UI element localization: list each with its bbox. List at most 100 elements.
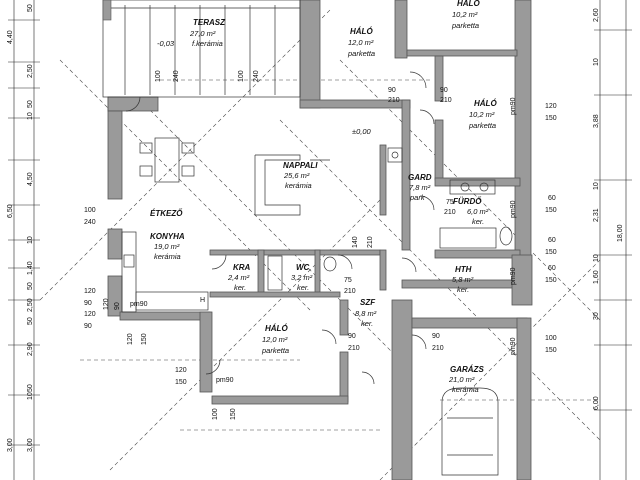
room-nappali-name: NAPPALI: [283, 161, 318, 170]
room-halo-right-name: HÁLÓ: [474, 99, 497, 108]
door-label-12: 60: [548, 265, 556, 272]
door-label-31: 210: [432, 345, 444, 352]
right-dim-1: 10: [593, 58, 600, 66]
door-label-5: 150: [545, 115, 557, 122]
door-label-19: 90: [84, 300, 92, 307]
room-furdo-name: FÜRDŐ: [453, 197, 482, 206]
left-dim-2: 10: [27, 112, 34, 120]
door-label-15: 150: [545, 249, 557, 256]
wc-fixtures: [267, 255, 337, 291]
room-furdo-floor: ker.: [472, 217, 484, 226]
kitchen-counter: [121, 231, 209, 313]
left-dim-9: 3,00: [7, 438, 14, 452]
room-hth-area: 5,8 m²: [452, 275, 474, 284]
door-label-6: 140: [352, 236, 359, 248]
room-garazs-name: GARÁZS: [450, 365, 484, 374]
dining-table: [139, 137, 195, 183]
room-hth-name: HTH: [455, 265, 472, 274]
room-nappali-floor: kerámia: [285, 181, 312, 190]
door-label-10: 60: [548, 195, 556, 202]
left-dim-13: 50: [27, 282, 34, 290]
door-label-4: 120: [545, 103, 557, 110]
right-dim-4: 2,31: [593, 208, 600, 222]
door-label-3: 210: [440, 97, 452, 104]
left-dim-8: 2,90: [27, 342, 34, 356]
door-label-32: 75: [344, 277, 352, 284]
room-terasz-name: TERASZ: [193, 18, 226, 27]
room-halo-top1-floor: parketta: [347, 49, 375, 58]
left-wall-label-2: 120: [84, 311, 96, 318]
level-terrace: -0,03: [157, 39, 175, 48]
door-label-35: 150: [230, 408, 237, 420]
room-konyha-floor: kerámia: [154, 252, 181, 261]
terrace-pergola: [102, 0, 301, 98]
level-main: ±0,00: [352, 127, 372, 136]
left-dimension-chain: 4,40 2,50 10 4,50 6,50 10 1,40 2,50 2,90…: [7, 0, 40, 480]
left-dim-1: 2,50: [27, 64, 34, 78]
left-dim-0: 4,40: [7, 30, 14, 44]
left-dim-6: 1,40: [27, 261, 34, 275]
door-label-21: 240: [173, 70, 180, 82]
room-hth-floor: ker.: [457, 285, 469, 294]
door-label-17: 150: [545, 347, 557, 354]
left-dim-10: 3,00: [27, 438, 34, 452]
room-konyha-area: 19,0 m²: [154, 242, 180, 251]
door-label-27: 150: [141, 333, 148, 345]
room-halo-top2-floor: parketta: [451, 21, 479, 30]
right-dim-7: 10: [593, 254, 600, 262]
room-halo-top2-name: HÁLÓ: [457, 0, 480, 8]
door-label-37: pm90: [510, 200, 517, 218]
room-halo-top1-area: 12,0 m²: [348, 38, 374, 47]
living-sofa: [254, 154, 330, 216]
left-dim-16: 50: [27, 4, 34, 12]
room-konyha-name: KONYHA: [150, 232, 185, 241]
room-kra-name: KRA: [233, 263, 251, 272]
door-label-23: 240: [253, 70, 260, 82]
right-dim-8: 6,00: [593, 396, 600, 410]
door-label-40: pm90: [510, 337, 517, 355]
room-wc-floor: ker.: [297, 283, 309, 292]
door-label-38: pm90: [510, 267, 517, 285]
room-halo-top2-area: 10,2 m²: [452, 10, 478, 19]
door-label-13: 150: [545, 277, 557, 284]
left-dim-11: 10: [27, 392, 34, 400]
room-kra-area: 2,4 m²: [227, 273, 250, 282]
room-szf-area: 8,8 m²: [355, 309, 377, 318]
left-wall-label-3: 90: [84, 323, 92, 330]
door-label-1: 210: [388, 97, 400, 104]
room-gard-floor: park: [409, 193, 426, 202]
left-dim-5: 10: [27, 236, 34, 244]
right-dim-5: 18,00: [617, 224, 624, 242]
door-label-2: 90: [440, 87, 448, 94]
door-label-39: pm90: [216, 377, 234, 384]
left-dim-3: 4,50: [27, 172, 34, 186]
room-terasz-area: 27,0 m²: [189, 29, 216, 38]
right-dim-6: 1,60: [593, 270, 600, 284]
room-szf-floor: ker.: [361, 319, 373, 328]
left-wall-label-4: 120: [103, 298, 110, 310]
room-nappali-area: 25,6 m²: [283, 171, 310, 180]
left-dim-12: 50: [27, 100, 34, 108]
room-wc-area: 3,2 m²: [291, 273, 313, 282]
misc-labels: H pm90: [130, 297, 205, 308]
door-label-16: 100: [545, 335, 557, 342]
room-wc-name: WC: [296, 263, 310, 272]
door-label-20: 100: [155, 70, 162, 82]
door-label-25: 150: [175, 379, 187, 386]
room-szf-name: SZF: [360, 298, 376, 307]
room-kra-floor: ker.: [234, 283, 246, 292]
room-halo-top1-name: HÁLÓ: [350, 27, 373, 36]
room-furdo-area: 6,0 m²: [467, 207, 489, 216]
room-labels: TERASZ 27,0 m² f.kerámia -0,03 HÁLÓ 12,0…: [150, 0, 497, 394]
door-label-8: 75: [446, 199, 454, 206]
door-label-0: 90: [388, 87, 396, 94]
right-dim-2: 3,88: [593, 114, 600, 128]
garage-car: [441, 387, 499, 476]
room-halo-bottom-area: 12,0 m²: [262, 335, 288, 344]
door-swings: [125, 71, 435, 385]
room-gard-area: 7,8 m²: [409, 183, 431, 192]
right-dim-0: 2,60: [593, 8, 600, 22]
left-wall-labels: 100 240 120 90 120 90: [84, 207, 121, 330]
room-etkezo-name: ÉTKEZŐ: [150, 209, 183, 218]
